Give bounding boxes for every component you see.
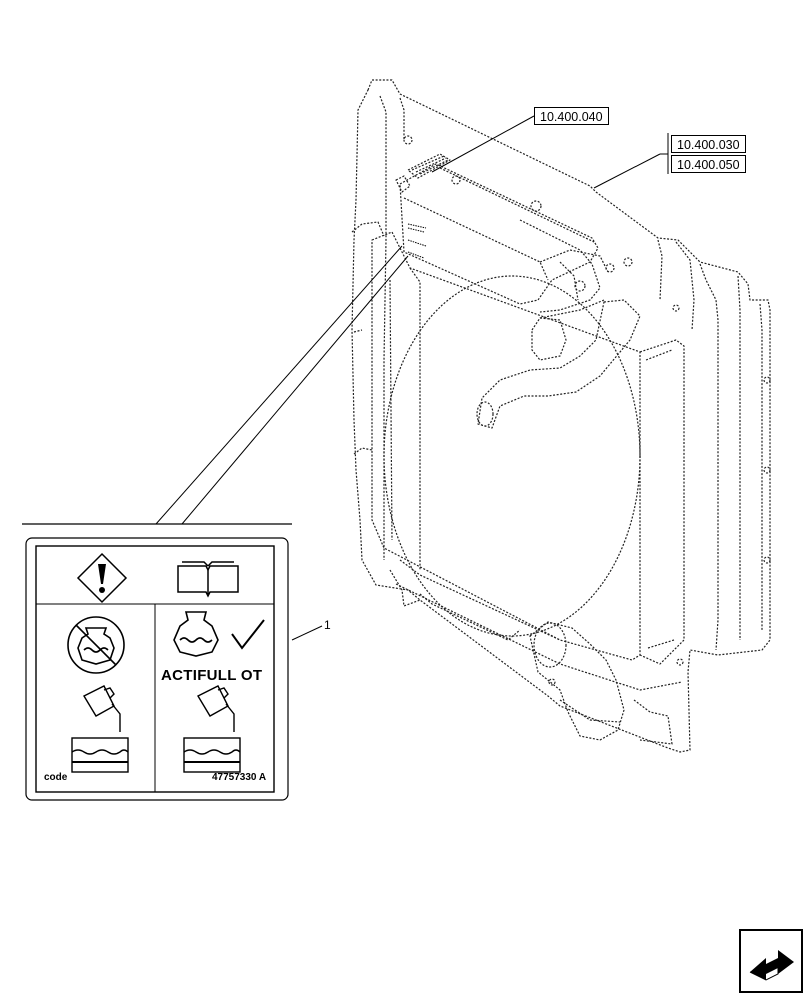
- radiator-core: [371, 231, 685, 691]
- leader-lines: [155, 115, 669, 641]
- check-mark-icon: [231, 619, 265, 650]
- radiator-shroud: [351, 79, 771, 753]
- decal-detail: [22, 523, 292, 801]
- filler-neck: [395, 153, 451, 193]
- upper-hose: [476, 299, 641, 429]
- next-page-arrow-icon[interactable]: [738, 928, 804, 994]
- coolant-tank-ok-icon: [173, 611, 219, 657]
- manual-book-icon: [177, 561, 239, 598]
- reference-10-400-050[interactable]: 10.400.050: [671, 155, 746, 173]
- reservoir-icon: [71, 737, 241, 773]
- pour-bottle-icon: [83, 685, 235, 732]
- decal-code-label: code: [44, 772, 68, 783]
- reference-10-400-040[interactable]: 10.400.040: [534, 107, 609, 125]
- no-coolant-tank-icon: [67, 616, 125, 674]
- lower-hose: [529, 621, 625, 741]
- tank-decal-marks: [407, 223, 427, 259]
- callout-item-1[interactable]: 1: [324, 618, 331, 632]
- reference-10-400-030[interactable]: 10.400.030: [671, 135, 746, 153]
- decal-part-number: 47757330 A: [212, 772, 267, 783]
- warning-diamond-icon: [76, 552, 128, 604]
- decal-product-text: ACTIFULL OT: [161, 667, 263, 684]
- top-tank: [399, 163, 615, 313]
- lower-brackets: [389, 569, 684, 745]
- side-straps: [351, 221, 385, 455]
